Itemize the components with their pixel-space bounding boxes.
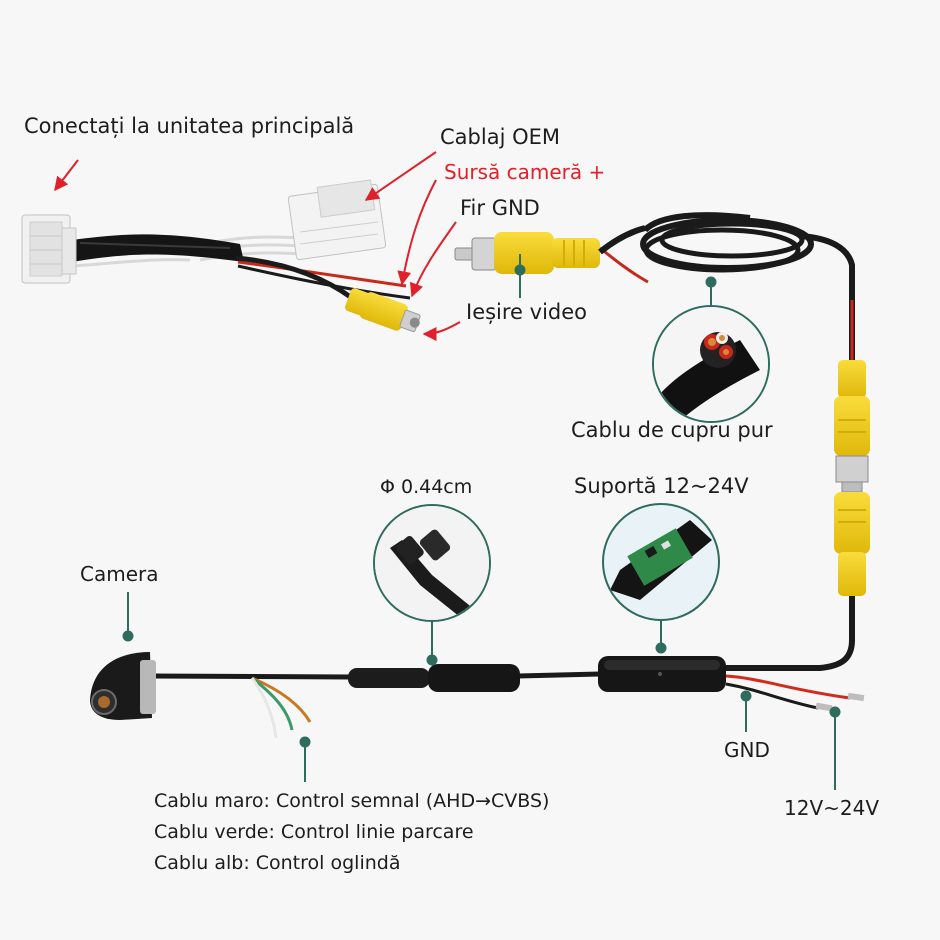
camera-cable <box>149 656 865 739</box>
rca-coupler <box>834 300 870 640</box>
label-camera-source: Sursă cameră + <box>444 160 606 184</box>
head-unit-connector <box>21 214 77 284</box>
legend-brown: Cablu maro: Control semnal (AHD→CVBS) <box>154 790 550 812</box>
connector-detail <box>373 504 491 622</box>
label-voltage-range: 12V~24V <box>784 796 880 820</box>
label-camera: Camera <box>80 562 159 586</box>
label-diameter: Φ 0.44cm <box>380 476 473 498</box>
label-support-voltage: Suportă 12~24V <box>574 474 749 498</box>
annotation-pointers <box>122 254 841 790</box>
copper-cable-detail <box>652 305 770 423</box>
legend-white: Cablu alb: Control oglindă <box>154 852 401 874</box>
label-gnd: GND <box>724 738 770 762</box>
red-arrows <box>54 151 461 341</box>
label-gnd-wire: Fir GND <box>460 196 540 220</box>
label-video-out: Ieșire video <box>466 300 588 324</box>
label-oem-harness: Cablaj OEM <box>440 125 560 149</box>
label-copper-cable: Cablu de cupru pur <box>571 418 773 442</box>
video-out-rca <box>345 288 421 333</box>
oem-harness <box>21 179 421 333</box>
power-board-detail <box>602 503 720 621</box>
label-main-unit: Conectați la unitatea principală <box>24 114 355 138</box>
wire-legend: Cablu maro: Control semnal (AHD→CVBS) Ca… <box>154 786 549 879</box>
camera-device <box>90 652 156 720</box>
legend-green: Cablu verde: Control linie parcare <box>154 821 474 843</box>
oem-connector <box>287 179 387 261</box>
